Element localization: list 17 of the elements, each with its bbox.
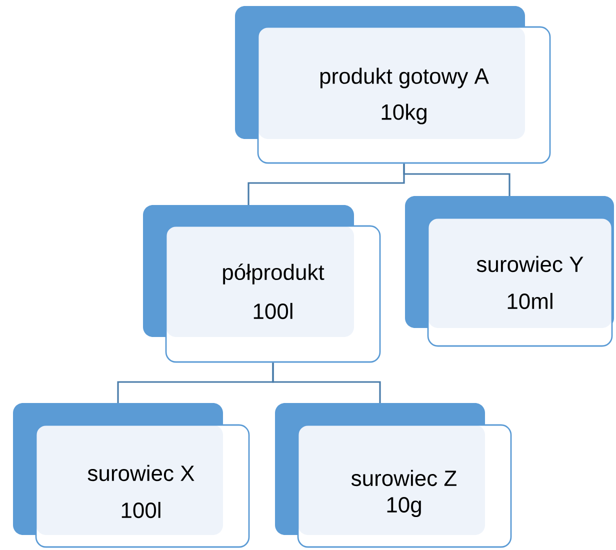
node-text: 10ml	[508, 292, 552, 310]
node-text: 100l	[122, 502, 160, 518]
hierarchy-box	[275, 403, 512, 548]
node-text: surowiec Z	[351, 470, 456, 486]
node-text: produkt gotowy A	[320, 68, 489, 88]
node-text: 10kg	[382, 104, 426, 124]
node-text: półprodukt	[223, 264, 324, 284]
hierarchy-box	[235, 6, 551, 164]
hierarchy-box	[13, 403, 250, 548]
hierarchy-box	[143, 205, 381, 363]
node-text: surowiec X	[88, 464, 194, 482]
node-text: 100l	[254, 302, 292, 320]
hierarchy-box	[405, 196, 614, 347]
connector-line	[272, 362, 381, 403]
connector-line	[403, 164, 510, 196]
node-text: surowiec Y	[476, 256, 584, 272]
node-text: 10g	[387, 497, 421, 517]
